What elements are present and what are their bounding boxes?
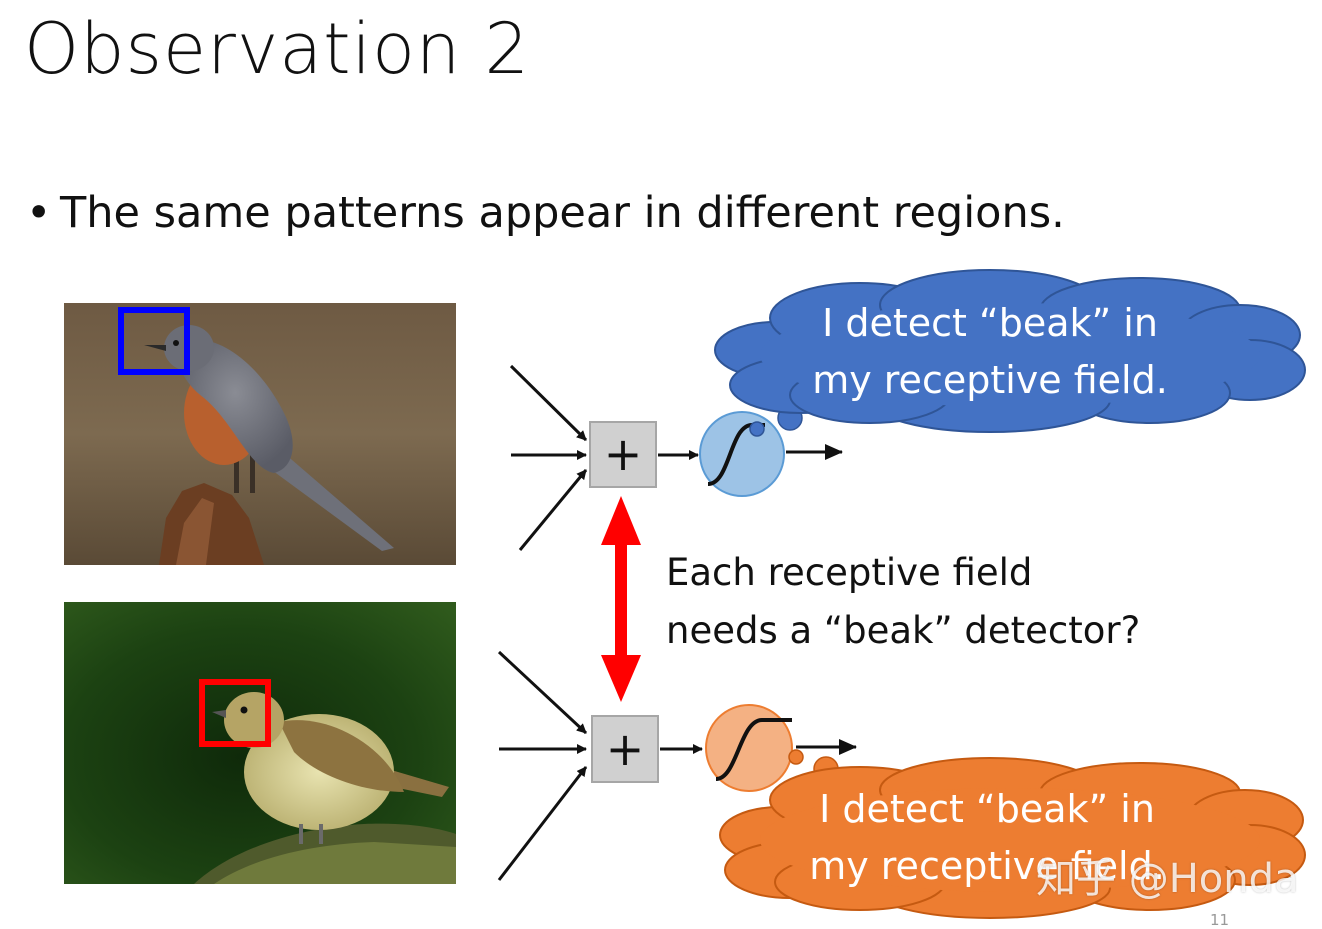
middle-note-line-1: Each receptive field: [666, 551, 1033, 594]
top-thought-dot-small: [749, 421, 765, 437]
top-cloud-text: I detect “beak” in my receptive field.: [800, 295, 1180, 409]
bottom-sum-symbol: +: [606, 722, 645, 776]
bottom-sum-node: +: [591, 715, 659, 783]
top-cloud-line-2: my receptive field.: [812, 358, 1168, 402]
bullet-point: •The same patterns appear in different r…: [26, 188, 1065, 238]
top-bird-photo: [64, 303, 456, 565]
top-activation-neuron: [699, 411, 785, 497]
top-speech-cloud: [714, 269, 1306, 433]
bottom-cloud-text: I detect “beak” in my receptive field.: [797, 781, 1177, 895]
bullet-text: The same patterns appear in different re…: [60, 188, 1065, 238]
top-input-arrows: [509, 364, 588, 551]
bullet-dot: •: [26, 188, 52, 238]
bottom-thought-dot-small: [788, 749, 804, 765]
red-double-arrow: [601, 496, 641, 702]
red-receptive-field-box: [199, 679, 271, 747]
top-cloud-line-1: I detect “beak” in: [822, 301, 1158, 345]
top-sum-node: +: [589, 421, 657, 488]
zhihu-watermark: 知乎 @Honda: [1036, 856, 1299, 902]
middle-question-note: Each receptive field needs a “beak” dete…: [666, 544, 1140, 660]
bottom-input-arrows: [497, 650, 588, 881]
bottom-cloud-line-2: my receptive field.: [809, 844, 1165, 888]
slide-title: Observation 2: [24, 8, 531, 90]
page-number: 11: [1210, 911, 1230, 929]
bottom-speech-cloud: [719, 757, 1306, 919]
middle-note-line-2: needs a “beak” detector?: [666, 609, 1141, 652]
blue-receptive-field-box: [118, 307, 190, 375]
bottom-cloud-line-1: I detect “beak” in: [819, 787, 1155, 831]
top-sum-symbol: +: [604, 427, 643, 481]
bottom-activation-neuron: [705, 704, 793, 792]
